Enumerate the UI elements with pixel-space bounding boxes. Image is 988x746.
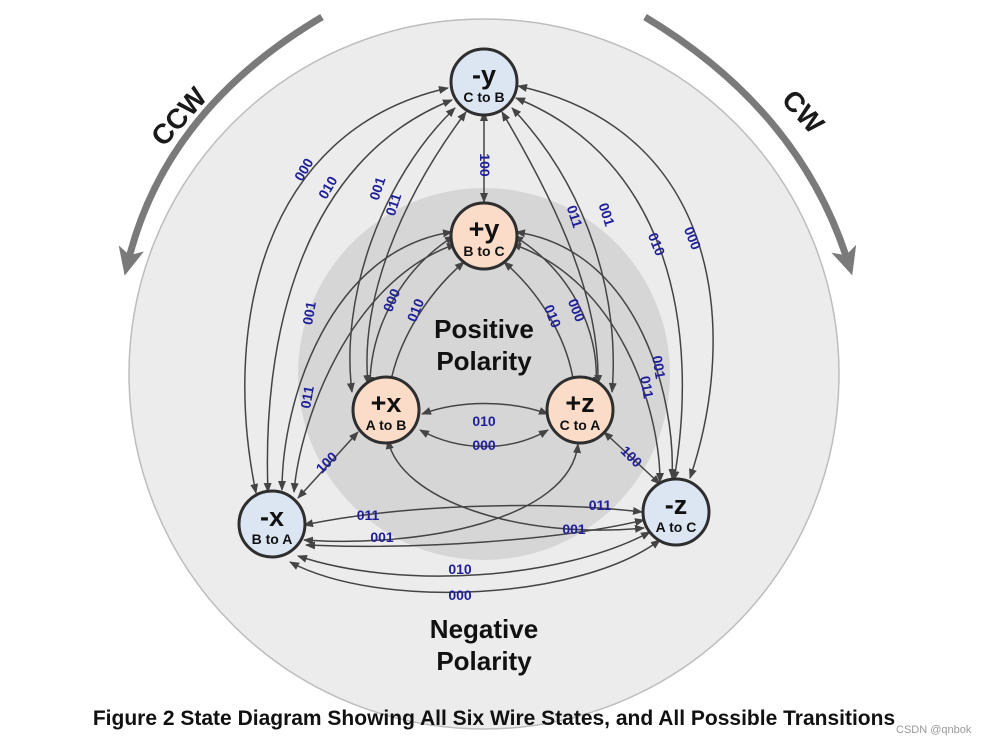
negative-polarity-label-1: Negative <box>430 614 538 644</box>
code-001: 001 <box>649 354 669 380</box>
code-011: 011 <box>297 384 317 409</box>
code-001: 001 <box>370 529 394 545</box>
state-symbol: -z <box>665 490 688 520</box>
positive-polarity-label-2: Polarity <box>436 346 532 376</box>
code-001: 001 <box>366 175 389 202</box>
state-wires: B to C <box>463 243 504 259</box>
state-neg-z: -z A to C <box>641 477 711 547</box>
state-wires: B to A <box>252 531 293 547</box>
state-pos-x: +x A to B <box>351 375 421 445</box>
code-000: 000 <box>448 587 472 603</box>
state-pos-z: +z C to A <box>545 375 615 445</box>
code-011: 011 <box>564 203 586 230</box>
state-wires: A to B <box>366 417 407 433</box>
state-neg-x: -x B to A <box>237 489 307 559</box>
code-010: 010 <box>472 413 496 429</box>
transition-neg-x-neg-z-011 <box>303 504 643 528</box>
code-011: 011 <box>637 375 657 400</box>
code-011: 011 <box>589 497 612 513</box>
code-100: 100 <box>477 153 493 177</box>
state-symbol: +z <box>565 388 594 418</box>
transition-neg-x-neg-z-000 <box>289 539 661 594</box>
code-001: 001 <box>562 521 586 537</box>
negative-polarity-label-2: Polarity <box>436 646 532 676</box>
code-011: 011 <box>382 191 404 218</box>
figure-caption: Figure 2 State Diagram Showing All Six W… <box>92 707 896 730</box>
state-wires: C to B <box>463 89 504 105</box>
watermark: CSDN @qnbok <box>896 724 972 736</box>
state-symbol: +y <box>469 214 500 244</box>
state-pos-y: +y B to C <box>449 201 519 271</box>
code-000: 000 <box>472 437 496 453</box>
cw-arrow <box>643 13 857 276</box>
transition-pos-x-pos-z-a <box>421 402 549 415</box>
code-011: 011 <box>357 507 380 523</box>
state-wires: C to A <box>560 417 601 433</box>
ccw-arrow <box>118 13 324 276</box>
code-001: 001 <box>596 201 619 228</box>
state-symbol: +x <box>371 388 402 418</box>
state-neg-y: -y C to B <box>449 47 519 117</box>
state-symbol: -x <box>260 502 284 532</box>
code-010: 010 <box>448 561 472 577</box>
cw-label: CW <box>776 84 831 140</box>
positive-polarity-label-1: Positive <box>434 314 534 344</box>
code-001: 001 <box>299 300 319 326</box>
state-symbol: -y <box>472 60 496 90</box>
state-wires: A to C <box>656 519 697 535</box>
